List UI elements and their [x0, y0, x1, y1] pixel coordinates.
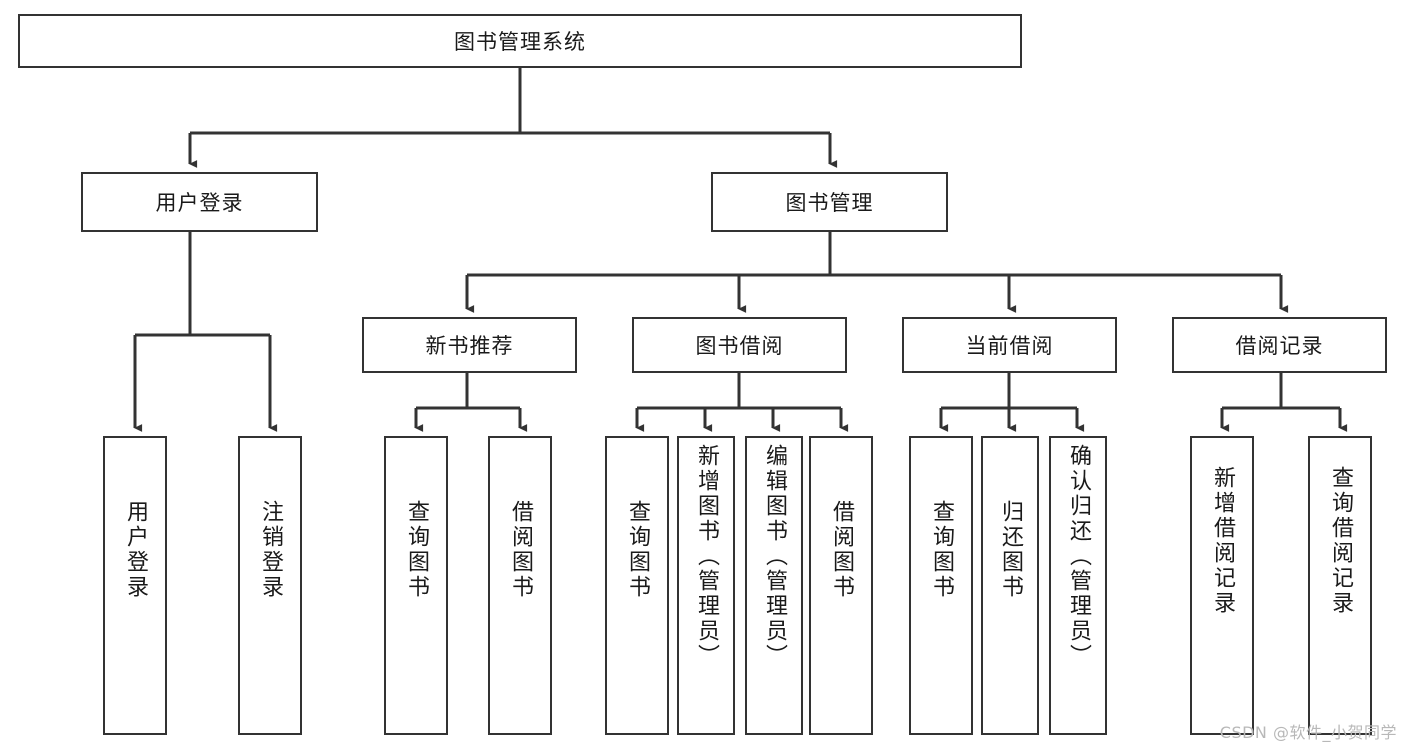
- leaf-current-borrow-query[interactable]: 查询图书: [909, 436, 973, 735]
- node-user-login[interactable]: 用户登录: [81, 172, 318, 232]
- watermark-text: CSDN @软件_小贺同学: [1219, 723, 1397, 742]
- leaf-book-borrow-borrow[interactable]: 借阅图书: [809, 436, 873, 735]
- leaf-user-login-login[interactable]: 用户登录: [103, 436, 167, 735]
- node-label: 当前借阅: [965, 334, 1054, 358]
- node-label: 图书借阅: [695, 334, 784, 358]
- node-label: 新增图书（管理员）: [693, 444, 719, 669]
- node-label: 借阅记录: [1235, 334, 1324, 358]
- leaf-new-book-query[interactable]: 查询图书: [384, 436, 448, 735]
- node-label: 查询借阅记录: [1327, 466, 1353, 616]
- node-label: 查询图书: [928, 500, 954, 600]
- node-label: 归还图书: [997, 500, 1023, 600]
- node-label: 编辑图书（管理员）: [761, 444, 787, 669]
- node-label: 借阅图书: [507, 500, 533, 600]
- node-label: 借阅图书: [828, 500, 854, 600]
- node-label: 用户登录: [122, 500, 148, 600]
- node-label: 查询图书: [624, 500, 650, 600]
- node-label: 新增借阅记录: [1209, 466, 1235, 616]
- leaf-book-borrow-edit[interactable]: 编辑图书（管理员）: [745, 436, 803, 735]
- node-current-borrow[interactable]: 当前借阅: [902, 317, 1117, 373]
- node-root-system[interactable]: 图书管理系统: [18, 14, 1022, 68]
- leaf-borrow-record-add[interactable]: 新增借阅记录: [1190, 436, 1254, 735]
- node-label: 图书管理: [785, 191, 874, 215]
- leaf-book-borrow-add[interactable]: 新增图书（管理员）: [677, 436, 735, 735]
- node-book-borrow[interactable]: 图书借阅: [632, 317, 847, 373]
- leaf-user-login-logout[interactable]: 注销登录: [238, 436, 302, 735]
- node-new-book-recommend[interactable]: 新书推荐: [362, 317, 577, 373]
- node-label: 图书管理系统: [454, 30, 586, 54]
- node-label: 用户登录: [155, 191, 244, 215]
- leaf-new-book-borrow[interactable]: 借阅图书: [488, 436, 552, 735]
- node-label: 新书推荐: [425, 334, 514, 358]
- leaf-current-borrow-confirm-return[interactable]: 确认归还（管理员）: [1049, 436, 1107, 735]
- node-label: 注销登录: [257, 500, 283, 600]
- node-label: 确认归还（管理员）: [1065, 444, 1091, 669]
- node-borrow-record[interactable]: 借阅记录: [1172, 317, 1387, 373]
- leaf-borrow-record-query[interactable]: 查询借阅记录: [1308, 436, 1372, 735]
- leaf-book-borrow-query[interactable]: 查询图书: [605, 436, 669, 735]
- leaf-current-borrow-return[interactable]: 归还图书: [981, 436, 1039, 735]
- node-book-management[interactable]: 图书管理: [711, 172, 948, 232]
- node-label: 查询图书: [403, 500, 429, 600]
